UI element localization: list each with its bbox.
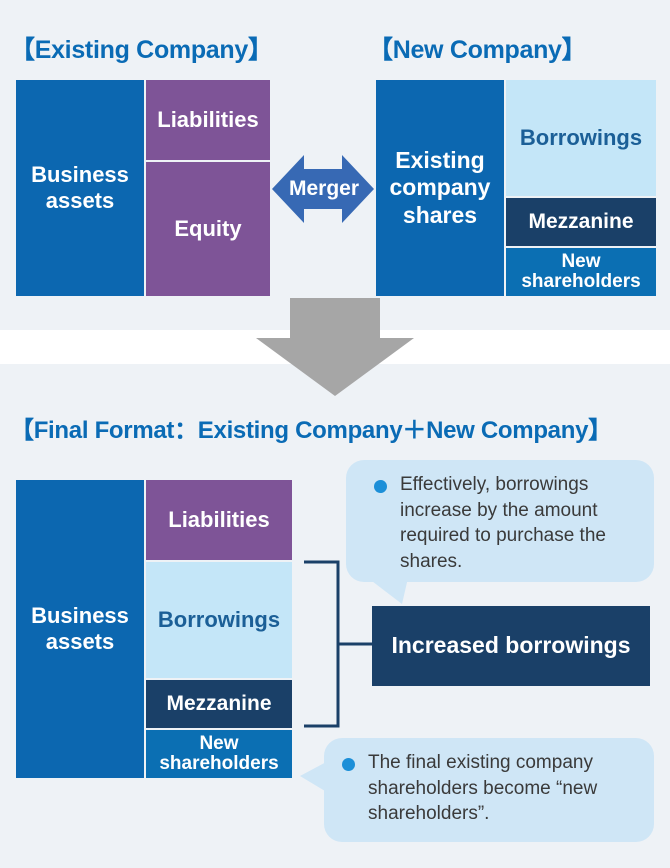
increased-borrowings-box: Increased borrowings [372, 606, 650, 686]
final-liabilities: Liabilities [146, 480, 292, 560]
existing-company-shares: Existing company shares [376, 80, 504, 296]
new-new-shareholders: New shareholders [506, 248, 656, 296]
existing-company-heading: 【Existing Company】 [10, 36, 273, 64]
bubble-bottom-tail [300, 760, 330, 794]
bubble-top-tail [368, 578, 408, 604]
new-mezzanine: Mezzanine [506, 198, 656, 246]
final-borrowings: Borrowings [146, 562, 292, 678]
down-arrow-icon [256, 298, 414, 396]
existing-liabilities: Liabilities [146, 80, 270, 160]
bullet-dot-icon [342, 758, 355, 771]
note-top-text: Effectively, borrowings increase by the … [400, 474, 606, 572]
note-bottom-text: The final existing company shareholders … [368, 752, 598, 825]
merger-label: Merger [288, 177, 360, 201]
existing-equity: Equity [146, 162, 270, 296]
final-format-heading: 【Final Format：Existing Company＋New Compa… [10, 417, 612, 444]
final-business-assets: Business assets [16, 480, 144, 778]
new-borrowings: Borrowings [506, 80, 656, 196]
final-new-shareholders: New shareholders [146, 730, 292, 778]
bracket-connector [304, 560, 374, 728]
final-mezzanine: Mezzanine [146, 680, 292, 728]
note-bubble-bottom: The final existing company shareholders … [324, 738, 654, 842]
existing-business-assets: Business assets [16, 80, 144, 296]
new-company-heading: 【New Company】 [368, 36, 587, 64]
merger-double-arrow-icon [272, 155, 374, 223]
note-bubble-top: Effectively, borrowings increase by the … [346, 460, 654, 582]
bullet-dot-icon [374, 480, 387, 493]
